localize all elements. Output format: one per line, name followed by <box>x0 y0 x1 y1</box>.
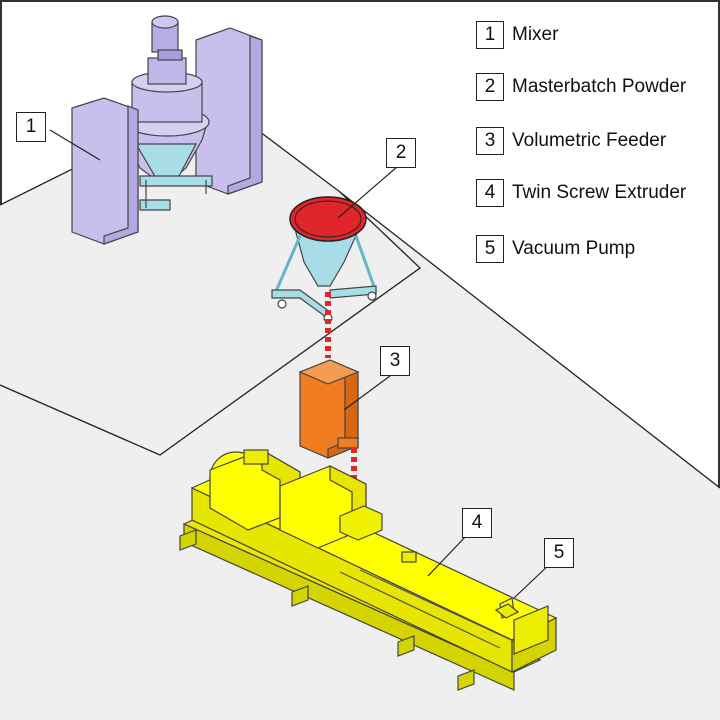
legend-label: Mixer <box>512 24 559 45</box>
callout-pump: 5 <box>544 538 574 568</box>
callout-extruder: 4 <box>462 508 492 538</box>
mixer <box>71 15 263 245</box>
legend-label: Masterbatch Powder <box>512 76 687 97</box>
callout-leader-hopper <box>337 165 399 219</box>
legend-number: 3 <box>476 127 504 155</box>
vacuum-pump <box>494 597 520 619</box>
callout-leader-pump <box>513 561 553 599</box>
floor-plane <box>0 98 720 720</box>
callout-leader-mixer <box>49 129 101 161</box>
legend-item-feeder: 3 Volumetric Feeder <box>476 126 666 156</box>
callout-mixer: 1 <box>16 112 46 142</box>
volumetric-feeder <box>298 359 360 459</box>
callout-leader-extruder <box>427 533 469 577</box>
legend-number: 5 <box>476 235 504 263</box>
powder-hopper <box>271 196 378 323</box>
legend-label: Vacuum Pump <box>512 238 636 259</box>
legend-item-masterbatch: 2 Masterbatch Powder <box>476 72 686 102</box>
legend-number: 1 <box>476 21 504 49</box>
twin-screw-extruder <box>179 448 558 691</box>
callout-hopper: 2 <box>386 138 416 168</box>
legend-label: Twin Screw Extruder <box>512 182 687 203</box>
legend-item-pump: 5 Vacuum Pump <box>476 234 635 264</box>
legend-label: Volumetric Feeder <box>512 130 667 151</box>
callout-feeder: 3 <box>380 346 410 376</box>
legend-item-mixer: 1 Mixer <box>476 20 558 50</box>
legend-number: 2 <box>476 73 504 101</box>
platform-outline <box>0 191 422 456</box>
legend-item-extruder: 4 Twin Screw Extruder <box>476 178 686 208</box>
legend-number: 4 <box>476 179 504 207</box>
callout-leader-feeder <box>343 375 391 411</box>
